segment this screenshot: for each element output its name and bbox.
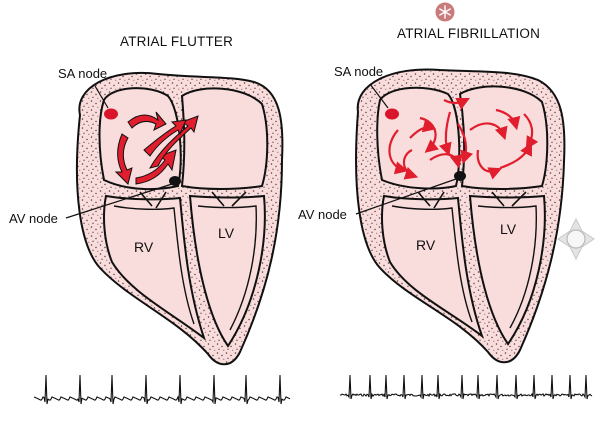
flutter-ecg-trace (33, 374, 291, 405)
right-ventricle (103, 194, 206, 341)
flutter-panel: ATRIAL FLUTTER (9, 34, 291, 405)
fibrillation-wavelets (388, 98, 539, 180)
flutter-lv-label: LV (218, 225, 235, 241)
right-ventricle (381, 194, 485, 339)
snowflake-badge-icon[interactable] (435, 2, 455, 22)
flutter-rv-label: RV (134, 239, 154, 255)
flutter-circuit-arrows (114, 111, 199, 185)
sa-node (385, 108, 399, 120)
fibrillation-heart (355, 68, 566, 364)
sa-node (104, 108, 118, 120)
flutter-sa-label: SA node (58, 66, 107, 81)
av-node (454, 171, 466, 181)
av-node (169, 176, 181, 186)
fibrillation-title: ATRIAL FIBRILLATION (397, 26, 540, 41)
fibrillation-av-label: AV node (298, 207, 347, 222)
fibrillation-panel: ATRIAL FIBRILLATION (298, 26, 593, 400)
left-atrium (180, 87, 269, 190)
right-atrium (98, 87, 182, 191)
fibrillation-sa-label: SA node (334, 64, 383, 79)
fibrillation-rv-label: RV (416, 237, 436, 253)
flutter-av-label: AV node (9, 211, 58, 226)
fibrillation-lv-label: LV (500, 221, 517, 237)
fibrillation-ecg-trace (339, 374, 593, 400)
flutter-heart (75, 71, 284, 366)
left-atrium (458, 85, 549, 190)
pan-navigation-icon[interactable] (554, 217, 598, 261)
flutter-title: ATRIAL FLUTTER (120, 34, 233, 49)
